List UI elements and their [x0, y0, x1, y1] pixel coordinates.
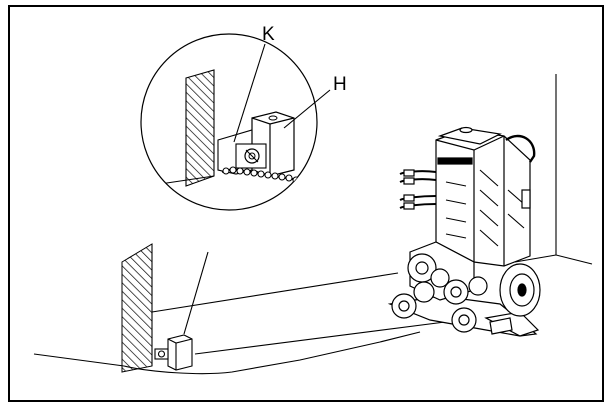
- detail-wall-hatching: [185, 69, 215, 187]
- detail-leader-line: [183, 251, 209, 335]
- floor-rear-line: [151, 272, 399, 313]
- machine-display-strip: [437, 157, 473, 165]
- label-k-leader: [233, 43, 266, 143]
- machine-handle: [505, 134, 536, 163]
- detail-wire-rope: [221, 166, 305, 184]
- label-k: K: [262, 24, 275, 45]
- label-h-leader: [283, 89, 331, 129]
- machine-housing: [435, 129, 531, 267]
- detail-floor-line: [159, 175, 215, 185]
- wire-saw-machine: [387, 126, 541, 337]
- left-wall-hatching: [121, 243, 153, 373]
- anchor-unit: [154, 334, 193, 371]
- floor-back-edge-right: [514, 254, 557, 263]
- detail-callout: [140, 33, 331, 211]
- machine-pulleys: [407, 253, 488, 305]
- cable-path-line: [194, 321, 446, 355]
- label-h: H: [333, 74, 347, 95]
